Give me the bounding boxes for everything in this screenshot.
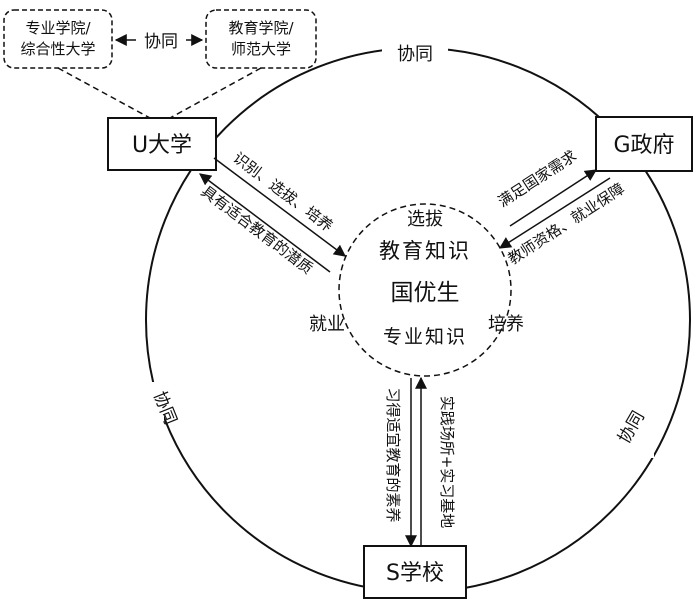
arrow-u-to-center (213, 157, 346, 257)
label-center-to-g: 满足国家需求 (495, 147, 580, 211)
u-node (107, 117, 217, 171)
label-center-to-s: 习得适宜教育的素养 (384, 387, 402, 522)
g-node-label: G政府 (613, 133, 674, 158)
pair-collab-label: 协同 (144, 32, 178, 52)
arrow-center-to-u (199, 173, 331, 273)
education-college-line2: 师范大学 (231, 40, 291, 58)
professional-college-line2: 综合性大学 (20, 40, 95, 58)
center-line1: 教育知识 (379, 239, 471, 263)
dashed-link-left (57, 67, 151, 119)
u-node-label: U大学 (132, 133, 192, 158)
dashed-link-right (169, 67, 262, 119)
s-node-label: S学校 (386, 561, 444, 586)
left-arc-gap (128, 382, 164, 438)
right-arc-gap (618, 402, 654, 458)
professional-college-line1: 专业学院/ (25, 19, 91, 37)
center-employ: 就业 (309, 314, 345, 335)
top-arc-label: 协同 (397, 44, 433, 65)
inner-circle (338, 203, 512, 377)
center-line2: 国优生 (391, 280, 460, 306)
education-college-line1: 教育学院/ (228, 19, 294, 37)
arrow-g-to-center (498, 177, 611, 249)
label-s-to-center: 实践场所+实习基地 (438, 396, 456, 529)
center-select: 选拔 (407, 209, 443, 230)
arrow-center-to-g (509, 169, 598, 227)
g-node (595, 116, 693, 172)
center-line3: 专业知识 (383, 326, 467, 348)
top-arc-gap (382, 38, 448, 66)
center-cultivate: 培养 (488, 314, 524, 335)
